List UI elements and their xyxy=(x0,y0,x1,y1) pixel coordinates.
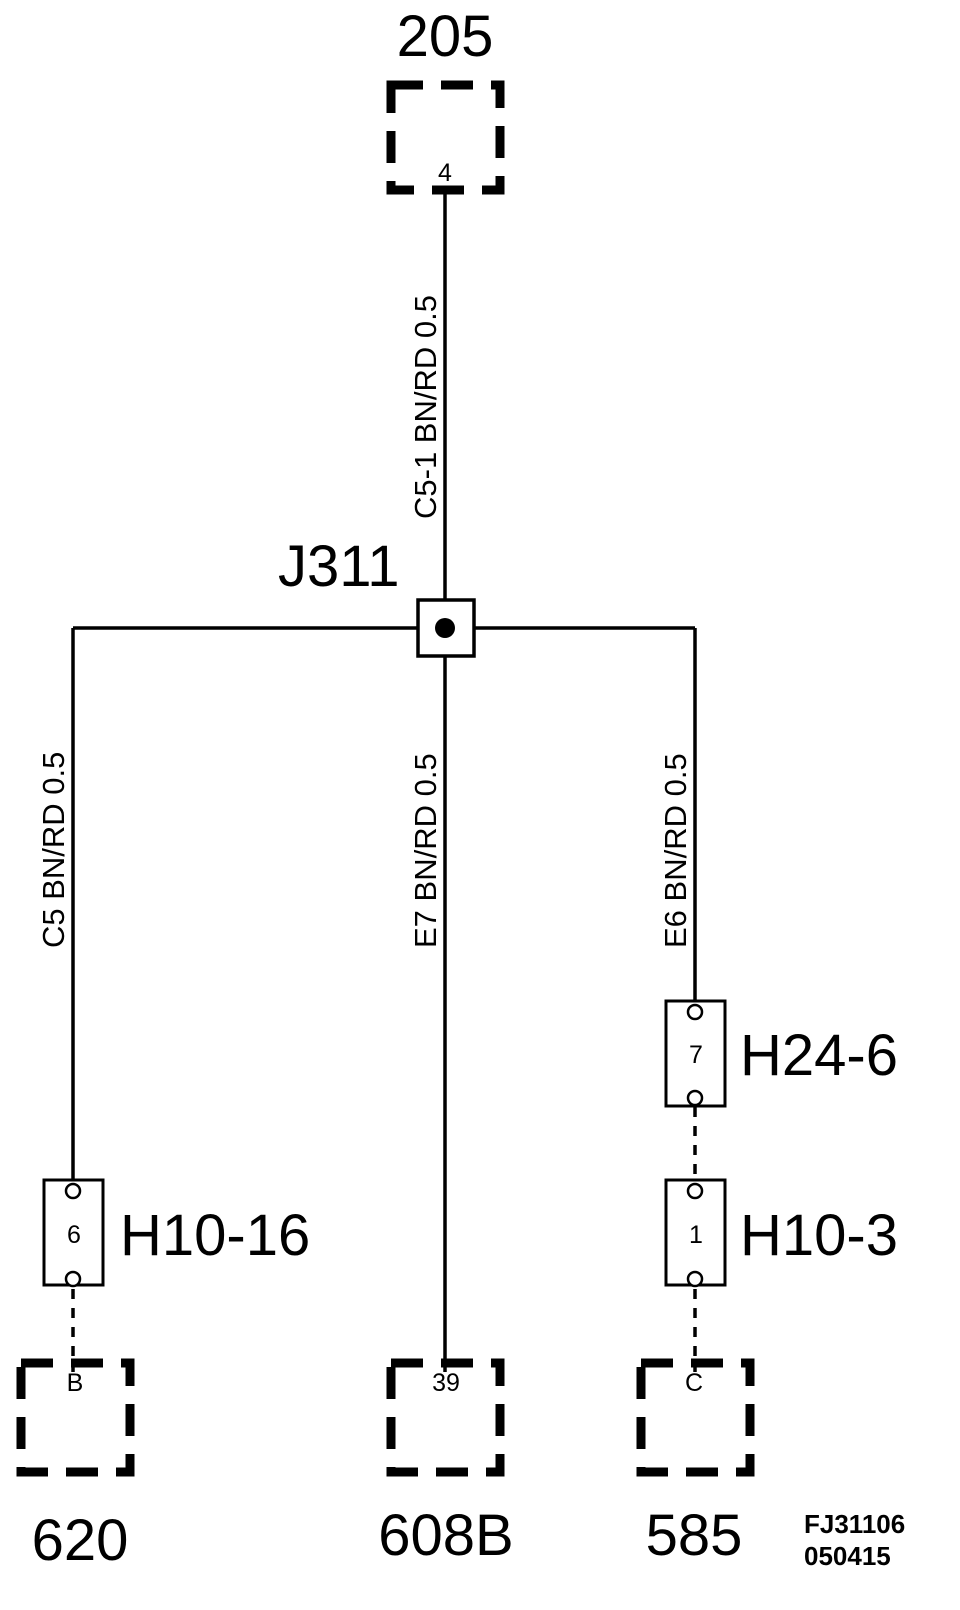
junction-j311-dot xyxy=(435,618,455,638)
connector-h10-16-pin-bottom xyxy=(64,1270,82,1288)
component-608b-pin: 39 xyxy=(432,1369,460,1397)
connector-h10-16-label: H10-16 xyxy=(120,1203,310,1268)
component-608b-box xyxy=(386,1358,505,1477)
component-585-label: 585 xyxy=(646,1503,743,1568)
connector-h10-3-label: H10-3 xyxy=(740,1203,898,1268)
component-608b-label: 608B xyxy=(378,1503,513,1568)
component-620-pin: B xyxy=(67,1369,84,1397)
connector-h10-16-pin-number: 6 xyxy=(67,1221,81,1249)
component-205-box xyxy=(386,80,505,195)
connector-h24-6-body xyxy=(664,999,727,1108)
connector-h10-3-pin-number: 1 xyxy=(689,1221,703,1249)
component-205-label: 205 xyxy=(397,4,494,69)
figure-code-line2: 050415 xyxy=(804,1541,891,1571)
connector-h10-16-pin-top xyxy=(64,1182,82,1200)
component-585-pin: C xyxy=(685,1369,703,1397)
junction-j311-label: J311 xyxy=(278,534,399,599)
connector-h10-3-pin-bottom xyxy=(686,1270,704,1288)
connector-h24-6-pin-number: 7 xyxy=(689,1041,703,1069)
component-620-box xyxy=(16,1358,135,1477)
component-585-box xyxy=(636,1358,755,1477)
wire-c5-1-label: C5-1 BN/RD 0.5 xyxy=(408,295,443,519)
junction-j311-box xyxy=(416,598,476,658)
connector-h24-6-pin-top xyxy=(686,1003,704,1021)
connector-h10-3-pin-top xyxy=(686,1182,704,1200)
component-205-pin: 4 xyxy=(438,159,452,187)
connector-h24-6-pin-bottom xyxy=(686,1089,704,1107)
component-620-label: 620 xyxy=(32,1508,129,1573)
wire-e7-label: E7 BN/RD 0.5 xyxy=(408,753,443,948)
wire-c5-label: C5 BN/RD 0.5 xyxy=(36,752,71,948)
connector-h24-6-label: H24-6 xyxy=(740,1023,898,1088)
figure-code-line1: FJ31106 xyxy=(804,1509,905,1539)
wire-e6-label: E6 BN/RD 0.5 xyxy=(658,753,693,948)
